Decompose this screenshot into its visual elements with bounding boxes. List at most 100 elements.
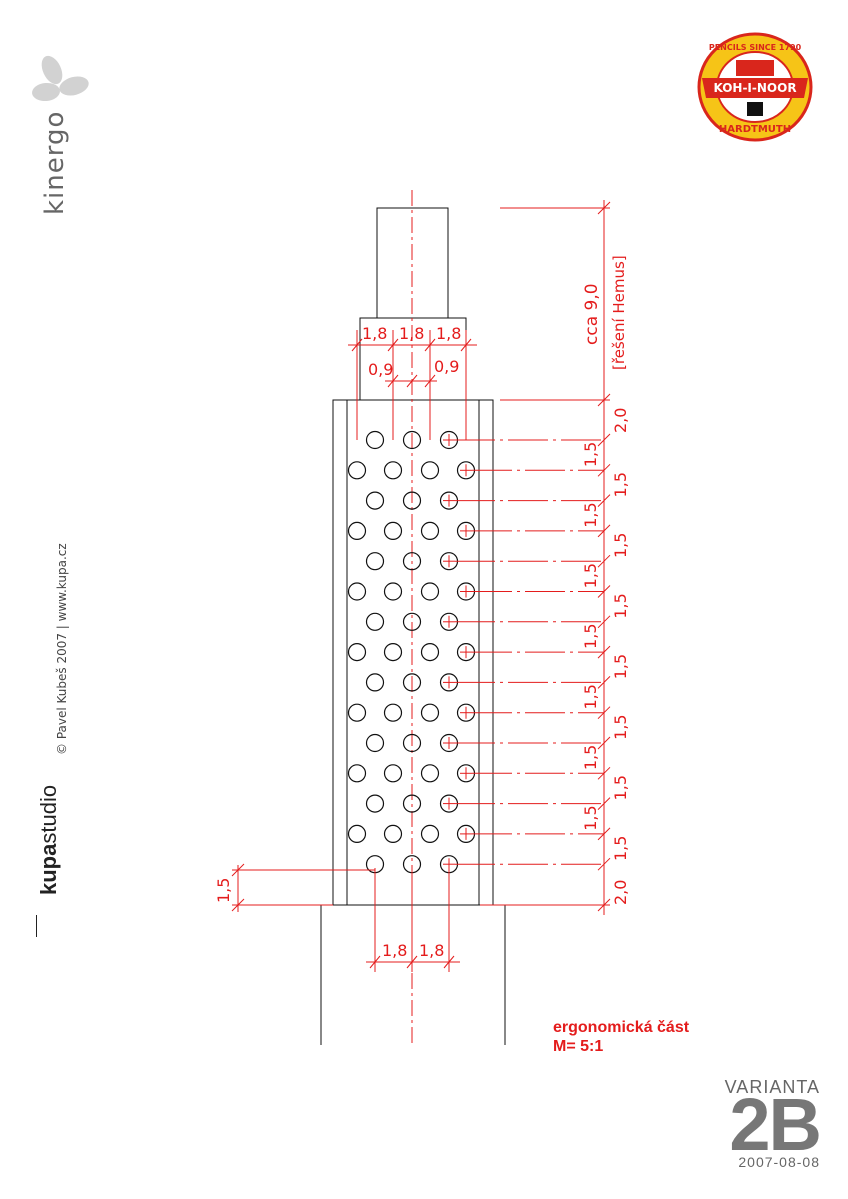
dim-row-label: 1,5 (611, 593, 630, 618)
variant-date: 2007-08-08 (738, 1154, 820, 1170)
hole-circle (402, 430, 422, 450)
hole-circle (420, 824, 440, 844)
top-dim-tick (424, 338, 436, 352)
dimension-tick (597, 857, 611, 871)
top-dim-tick (387, 338, 399, 352)
hole-circle (383, 582, 403, 601)
logo-center-text: KOH-I-NOOR (713, 81, 796, 95)
dimension-tick (597, 827, 611, 841)
bottom-dim-tick (369, 955, 381, 969)
dim-row-label: 1,5 (581, 502, 600, 527)
dim-spacing-label-3: 1,8 (436, 324, 461, 343)
hole-circle (420, 582, 440, 601)
hole-circle (420, 703, 440, 722)
dim-row-label: 1,5 (581, 563, 600, 588)
dimension-tick (597, 463, 611, 477)
dim-bottom-spacing-1: 1,8 (382, 941, 407, 960)
dimension-tick (597, 645, 611, 659)
dimension-tick (597, 676, 611, 689)
dim-row-label: 1,5 (611, 654, 630, 679)
dimension-tick (597, 494, 611, 507)
hole-circle (420, 461, 440, 480)
variant-code: 2B (729, 1083, 822, 1166)
dim-total-label: cca 9,0 (582, 283, 602, 345)
hole-circle (347, 582, 367, 601)
bottom-dim-tick (406, 955, 418, 969)
hole-circle (420, 764, 440, 783)
hole-circle (365, 733, 385, 753)
dim-note-label: [řešení Hemus] (610, 255, 628, 370)
hole-circle (402, 612, 422, 631)
dim-row-label: 1,5 (611, 714, 630, 739)
dimension-tick (597, 201, 611, 215)
left-dim-tick (231, 863, 245, 877)
hole-circle (347, 824, 367, 844)
dim-half-label-right: 0,9 (434, 357, 459, 376)
dimension-tick (597, 554, 611, 568)
variant-label: VARIANTA (724, 1077, 820, 1097)
hole-circle (347, 703, 367, 722)
dimension-lines (231, 200, 611, 972)
half-dim-tick (424, 374, 436, 388)
hole-circle (347, 642, 367, 662)
hole-circle (365, 491, 385, 510)
hole-circle (365, 612, 385, 631)
hole-circle (402, 673, 422, 692)
dimension-tick (597, 898, 611, 912)
dimension-labels: cca 9,0 [řešení Hemus] 2,0 2,0 1,5 1,5 1,5 1,5 1… (214, 255, 630, 960)
dimension-tick (597, 585, 611, 598)
dimension-tick (597, 736, 611, 750)
top-dim-tick (351, 338, 363, 352)
bottom-dim-tick (443, 955, 455, 969)
hole-circle (402, 733, 422, 753)
hole-circle (402, 491, 422, 510)
dimension-tick (597, 393, 611, 407)
hole-circle (402, 552, 422, 571)
logo-top-text: PENCILS SINCE 1790 (709, 43, 802, 52)
hole-circle (420, 521, 440, 541)
hole-circle (347, 764, 367, 783)
dimension-tick (597, 433, 611, 447)
hole-circle (383, 461, 403, 480)
dim-spacing-label-1: 1,8 (362, 324, 387, 343)
top-dim-tick (460, 338, 472, 352)
dim-row-label: 1,5 (611, 533, 630, 558)
logo-bottom-text: HARDTMUTH (719, 124, 791, 135)
dim-row-label: 1,5 (581, 623, 600, 648)
base-outline (320, 904, 506, 1045)
sidebar-divider (36, 915, 37, 937)
dim-half-label-left: 0,9 (368, 360, 393, 379)
caption-scale: M= 5:1 (553, 1038, 604, 1055)
dim-end-bottom-label: 2,0 (611, 880, 630, 905)
kinergo-logo-icon (32, 55, 89, 102)
hole-circle (365, 673, 385, 692)
koh-i-noor-logo: KOH-I-NOOR PENCILS SINCE 1790 HARDTMUTH (697, 32, 813, 142)
hole-circle (383, 824, 403, 844)
hole-circle (383, 521, 403, 541)
hole-circle (365, 430, 385, 450)
dim-end-top-label: 2,0 (611, 408, 630, 433)
dim-spacing-label-2: 1,8 (399, 324, 424, 343)
dim-bottom-left-label: 1,5 (214, 878, 233, 903)
hole-circle (383, 703, 403, 722)
dim-row-label: 1,5 (581, 684, 600, 709)
dimension-tick (597, 766, 611, 780)
hole-circle (383, 642, 403, 662)
caption-title: ergonomická část (553, 1019, 690, 1036)
dim-row-label: 1,5 (581, 442, 600, 467)
hole-circle (347, 521, 367, 541)
dimension-tick (597, 524, 611, 538)
dimension-tick (597, 706, 611, 720)
hole-circle (383, 764, 403, 783)
half-dim-tick (406, 374, 418, 388)
hole-circle (402, 794, 422, 813)
drawing-caption: ergonomická část M= 5:1 (553, 1018, 689, 1056)
hole-circle (347, 461, 367, 480)
dim-row-label: 1,5 (611, 836, 630, 861)
dimension-tick (597, 615, 611, 629)
dimension-tick (597, 797, 611, 810)
hole-circle (420, 642, 440, 662)
dim-row-label: 1,5 (581, 745, 600, 770)
left-dim-tick (231, 898, 245, 912)
